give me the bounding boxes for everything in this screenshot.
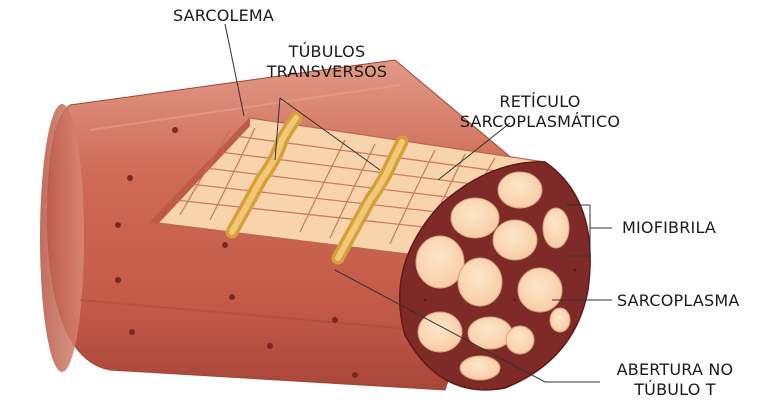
- sarcolemma-pores: [115, 127, 358, 378]
- abertura-leader: [334, 269, 600, 383]
- reticulo-label-line2: SARCOPLASMÁTICO: [459, 112, 621, 131]
- transverse-tubules: [225, 111, 409, 265]
- tubulos-label-line1: TÚBULOS: [288, 42, 366, 61]
- abertura-label-line1: ABERTURA NO: [616, 360, 734, 379]
- tubulos-label-line2: TRANSVERSOS: [266, 62, 388, 81]
- reticulo-label-line1: RETÍCULO: [499, 92, 581, 111]
- tubulos-leader-b: [279, 97, 381, 171]
- sarcolema-leader: [224, 23, 245, 117]
- cross-section: [399, 161, 591, 391]
- abertura-label-line2: TÚBULO T: [634, 380, 716, 399]
- tubulos-leader-a: [274, 97, 281, 161]
- reticulo-label: RETÍCULO SARCOPLASMÁTICO: [455, 92, 625, 132]
- miofibrila-label: MIOFIBRILA: [622, 218, 717, 237]
- myofibrils: [415, 171, 571, 381]
- abertura-label: ABERTURA NO TÚBULO T: [605, 360, 745, 400]
- tubulos-label: TÚBULOS TRANSVERSOS: [252, 42, 402, 82]
- sarcolema-label: SARCOLEMA: [173, 6, 275, 25]
- reticulo-leader: [437, 122, 511, 181]
- sarcoplasma-label: SARCOPLASMA: [617, 291, 740, 310]
- leader-lines: [224, 23, 612, 383]
